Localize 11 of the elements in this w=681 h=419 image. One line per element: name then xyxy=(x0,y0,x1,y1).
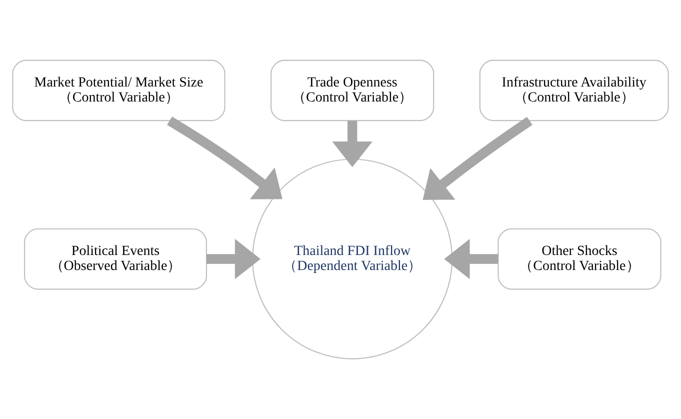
node-circle: Thailand FDI Inflow （Dependent Variable） xyxy=(252,158,453,360)
arrow xyxy=(206,238,260,280)
arrow xyxy=(167,116,282,200)
arrow xyxy=(422,116,532,200)
node-box: Trade Openness （Control Variable） xyxy=(270,60,434,122)
node-box: Market Potential/ Market Size （Control Variable） xyxy=(12,60,226,122)
arrow xyxy=(332,120,372,168)
node-box: Political Events （Observed Variable） xyxy=(24,228,208,290)
node-box: Other Shocks （Control Variable） xyxy=(498,228,662,290)
arrow xyxy=(444,238,498,280)
node-box: Infrastructure Availability （Control Variable） xyxy=(479,60,669,122)
